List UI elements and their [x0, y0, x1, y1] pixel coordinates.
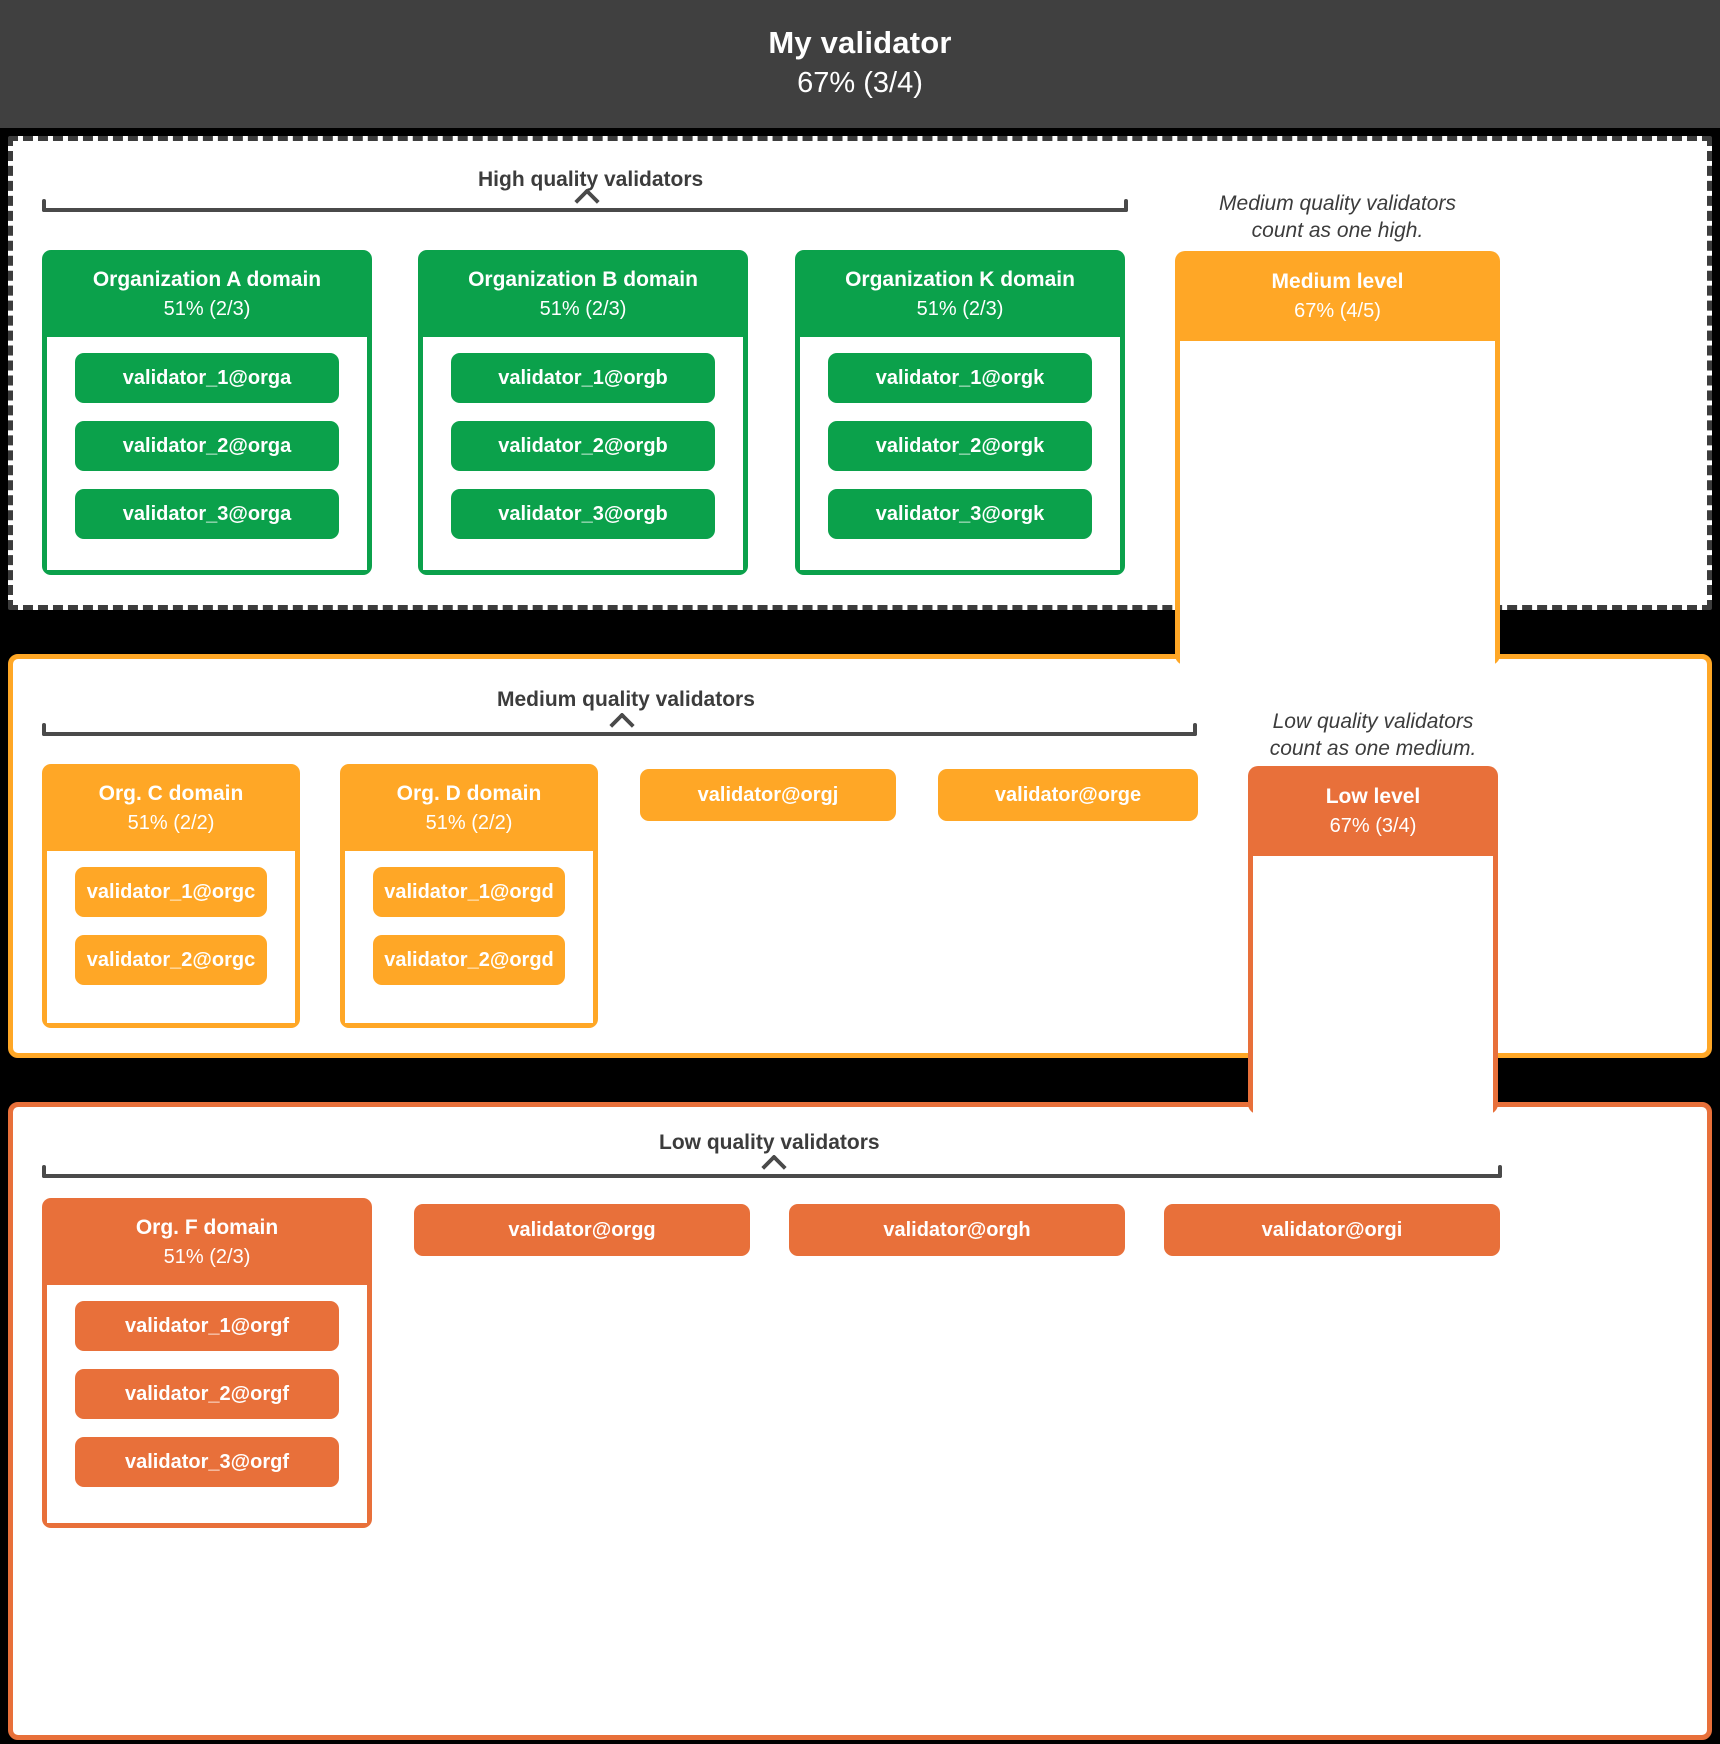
org-name: Organization A domain: [92, 268, 322, 291]
brace-cap-right: [1124, 199, 1128, 212]
brace-bar: [42, 732, 1197, 736]
medium-quality-note: Low quality validators count as one medi…: [1248, 708, 1498, 763]
org-card-organization-a[interactable]: Organization A domain 51% (2/3) validato…: [42, 250, 372, 575]
validator-chip[interactable]: validator_3@orgb: [451, 489, 715, 540]
low-level-box[interactable]: Low level 67% (3/4): [1248, 766, 1498, 1114]
medium-level-header: Medium level 67% (4/5): [1175, 251, 1500, 341]
validator-header: My validator 67% (3/4): [0, 0, 1720, 128]
validator-chip-orgj[interactable]: validator@orgj: [640, 769, 896, 821]
org-percent: 51% (2/3): [539, 298, 627, 321]
medium-level-name: Medium level: [1271, 270, 1404, 293]
validator-chip[interactable]: validator_1@orgd: [373, 867, 565, 918]
low-level-merge-mask: [1253, 1094, 1493, 1116]
medium-level-body: [1180, 341, 1495, 665]
validator-chip[interactable]: validator_2@orgb: [451, 421, 715, 472]
brace-cap-right: [1193, 723, 1197, 736]
org-card-header: Organization A domain 51% (2/3): [42, 250, 372, 337]
medium-level-merge-mask: [1180, 645, 1495, 669]
brace-cap-left: [42, 1165, 46, 1178]
org-validator-list: validator_1@orgb validator_2@orgb valida…: [423, 337, 743, 570]
medium-quality-caption: Medium quality validators: [497, 688, 755, 711]
org-card-organization-k[interactable]: Organization K domain 51% (2/3) validato…: [795, 250, 1125, 575]
org-card-org-d[interactable]: Org. D domain 51% (2/2) validator_1@orgd…: [340, 764, 598, 1028]
org-name: Org. D domain: [396, 782, 542, 805]
brace-cap-right: [1498, 1165, 1502, 1178]
org-name: Organization B domain: [468, 268, 698, 291]
validator-chip[interactable]: validator_2@orgc: [75, 935, 267, 986]
medium-level-percent: 67% (4/5): [1294, 300, 1381, 323]
org-card-header: Org. F domain 51% (2/3): [42, 1198, 372, 1285]
low-level-body: [1253, 856, 1493, 1114]
note-line-2: count as one medium.: [1269, 737, 1477, 761]
low-level-name: Low level: [1325, 785, 1421, 808]
org-card-header: Org. C domain 51% (2/2): [42, 764, 300, 851]
high-quality-caption: High quality validators: [478, 168, 704, 191]
validator-chip[interactable]: validator_1@orgc: [75, 867, 267, 918]
low-quality-brace: [42, 1154, 1502, 1180]
org-name: Organization K domain: [845, 268, 1075, 291]
org-card-header: Organization K domain 51% (2/3): [795, 250, 1125, 337]
validator-chip[interactable]: validator_2@orgd: [373, 935, 565, 986]
org-card-header: Org. D domain 51% (2/2): [340, 764, 598, 851]
validator-chip-orgi[interactable]: validator@orgi: [1164, 1204, 1500, 1256]
medium-level-box[interactable]: Medium level 67% (4/5): [1175, 251, 1500, 665]
org-percent: 51% (2/2): [425, 812, 513, 835]
header-percent: 67% (3/4): [797, 66, 923, 99]
validator-chip[interactable]: validator_3@orgk: [828, 489, 1092, 540]
brace-cap-left: [42, 723, 46, 736]
validator-chip[interactable]: validator_2@orgk: [828, 421, 1092, 472]
org-validator-list: validator_1@orgd validator_2@orgd: [345, 851, 593, 1023]
high-quality-note: Medium quality validators count as one h…: [1175, 190, 1500, 245]
org-card-organization-b[interactable]: Organization B domain 51% (2/3) validato…: [418, 250, 748, 575]
validator-chip-orgh[interactable]: validator@orgh: [789, 1204, 1125, 1256]
org-card-header: Organization B domain 51% (2/3): [418, 250, 748, 337]
validator-chip[interactable]: validator_1@orgf: [75, 1301, 339, 1352]
note-line-1: Low quality validators: [1272, 710, 1474, 733]
validator-chip-orgg[interactable]: validator@orgg: [414, 1204, 750, 1256]
validator-chip[interactable]: validator_3@orga: [75, 489, 339, 540]
low-level-percent: 67% (3/4): [1329, 815, 1417, 838]
org-name: Org. F domain: [135, 1216, 279, 1239]
org-validator-list: validator_1@orga validator_2@orga valida…: [47, 337, 367, 570]
page-title: My validator: [768, 25, 952, 61]
org-validator-list: validator_1@orgf validator_2@orgf valida…: [47, 1285, 367, 1523]
org-validator-list: validator_1@orgk validator_2@orgk valida…: [800, 337, 1120, 570]
brace-bar: [42, 208, 1128, 212]
brace-bar: [42, 1174, 1502, 1178]
brace-cap-left: [42, 199, 46, 212]
note-line-1: Medium quality validators: [1219, 192, 1456, 215]
validator-chip[interactable]: validator_2@orgf: [75, 1369, 339, 1420]
validator-chip[interactable]: validator_1@orgk: [828, 353, 1092, 404]
org-percent: 51% (2/3): [163, 1246, 251, 1269]
org-percent: 51% (2/3): [916, 298, 1004, 321]
low-quality-caption: Low quality validators: [659, 1131, 880, 1154]
validator-chip[interactable]: validator_1@orgb: [451, 353, 715, 404]
low-level-header: Low level 67% (3/4): [1248, 766, 1498, 856]
org-card-org-c[interactable]: Org. C domain 51% (2/2) validator_1@orgc…: [42, 764, 300, 1028]
validator-chip-orge[interactable]: validator@orge: [938, 769, 1198, 821]
org-validator-list: validator_1@orgc validator_2@orgc: [47, 851, 295, 1023]
org-name: Org. C domain: [98, 782, 244, 805]
medium-quality-brace: [42, 712, 1197, 738]
validator-chip[interactable]: validator_1@orga: [75, 353, 339, 404]
note-line-2: count as one high.: [1251, 219, 1424, 243]
validator-chip[interactable]: validator_3@orgf: [75, 1437, 339, 1488]
validator-chip[interactable]: validator_2@orga: [75, 421, 339, 472]
org-percent: 51% (2/3): [163, 298, 251, 321]
org-percent: 51% (2/2): [127, 812, 215, 835]
org-card-org-f[interactable]: Org. F domain 51% (2/3) validator_1@orgf…: [42, 1198, 372, 1528]
high-quality-brace: [42, 188, 1128, 214]
